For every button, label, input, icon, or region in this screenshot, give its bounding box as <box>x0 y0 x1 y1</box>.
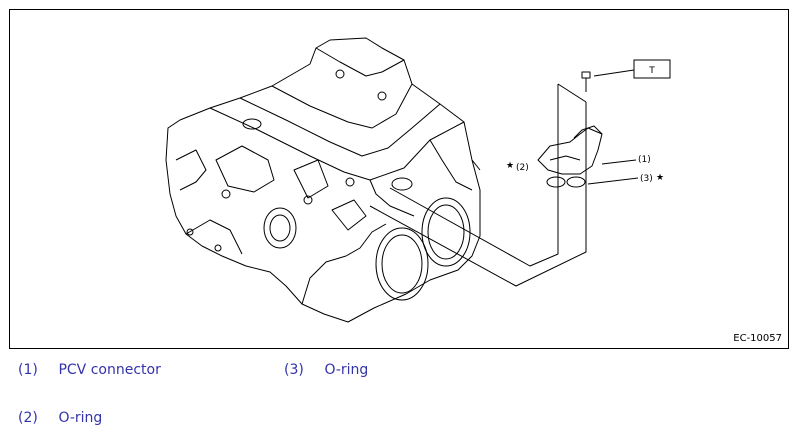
torque-callout-box <box>633 59 671 79</box>
engine-block-outline <box>165 37 481 323</box>
legend-item-3: (3) O-ring <box>284 362 368 378</box>
callout-star-2: ★ <box>506 161 514 171</box>
legend-item-1: (1) PCV connector <box>18 362 161 378</box>
engine-block-illustration: T (1) ★ (2) (3) ★ <box>165 37 671 323</box>
legend-number: (2) <box>18 410 38 426</box>
legend-number: (1) <box>18 362 38 378</box>
callout-star-3: ★ <box>656 173 664 183</box>
bolt-shape <box>581 71 591 79</box>
o-ring-3 <box>566 176 586 188</box>
diagram-figure: T (1) ★ (2) (3) ★ EC-10057 <box>9 9 789 349</box>
torque-callout-text: T <box>648 66 655 76</box>
cylinder-bore-1 <box>375 227 429 301</box>
pcv-connector-shape <box>537 127 603 175</box>
parts-legend: (1) PCV connector (3) O-ring (2) O-ring <box>0 358 801 436</box>
cylinder-bore-2 <box>421 197 471 267</box>
callout-label-1: (1) <box>638 155 651 165</box>
figure-code: EC-10057 <box>733 333 782 344</box>
legend-item-2: (2) O-ring <box>18 410 102 426</box>
callout-label-3: (3) <box>640 174 653 184</box>
legend-text: O-ring <box>324 362 369 378</box>
legend-number: (3) <box>284 362 304 378</box>
o-ring-2 <box>546 176 566 188</box>
legend-text: PCV connector <box>58 362 161 378</box>
assembly-guide-upper <box>389 84 559 267</box>
legend-text: O-ring <box>58 410 103 426</box>
callout-label-2: (2) <box>516 163 529 173</box>
assembly-guide-lower <box>369 102 587 287</box>
